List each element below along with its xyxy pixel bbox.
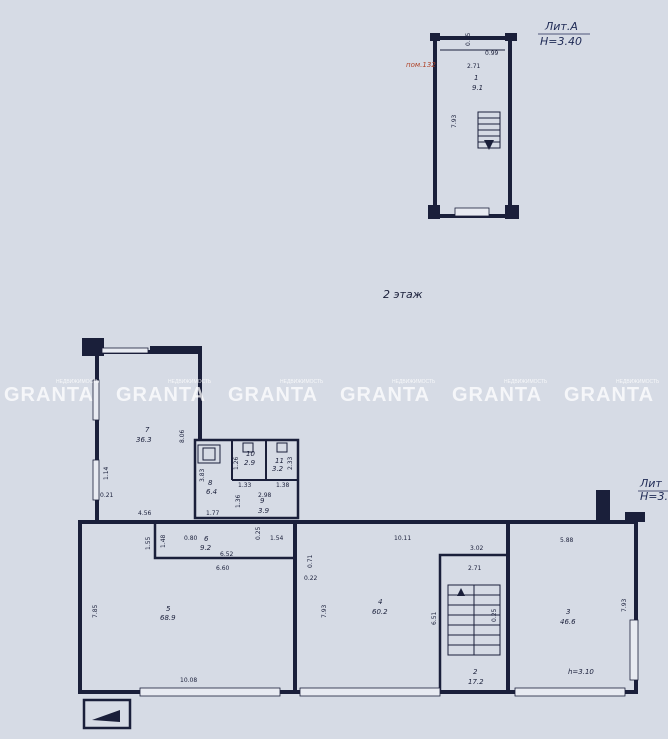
room-9-number: 9 [260,497,265,505]
watermark-tagline: НЕДВИЖИМОСТЬ [616,379,660,385]
room-7-area: 36.3 [136,436,152,444]
room-2-area: 17.2 [468,678,484,686]
dim-label: 0.80 [184,535,198,542]
room-8-area: 6.4 [206,488,217,496]
dim-label: 0.25 [465,32,472,46]
dim-label: 5.88 [560,537,574,544]
dim-label: 2.71 [467,63,481,70]
dim-label: 1.77 [206,510,220,517]
room-6-number: 6 [204,535,209,543]
dim-label: 0.99 [485,50,499,57]
height-right-label: H=3. [640,490,668,503]
dim-label: 7.93 [451,114,458,128]
room-1-number: 1 [474,74,478,82]
dim-label: 10.11 [394,535,411,542]
dim-label: 2.71 [468,565,482,572]
liter-top-label: Лит.А [544,20,578,33]
room-4-number: 4 [378,598,382,606]
height-top-label: H=3.40 [540,35,582,48]
liter-right-label: Лит [639,477,662,490]
watermark-brand: GRANTA [452,384,542,406]
window-row [139,687,281,697]
dim-label: 10.08 [180,677,197,684]
dim-label: 0.71 [307,554,314,568]
stair-symbol [447,584,501,656]
watermark-brand: GRANTA [4,384,94,406]
room-1-area: 9.1 [472,84,483,92]
stair-well-walls [438,553,510,694]
dim-label: 1.54 [270,535,284,542]
dim-label: 6.60 [216,565,230,572]
dim-label: 1.14 [103,466,110,480]
room-9-area: 3.9 [258,507,270,515]
dim-label: 0.25 [255,526,262,540]
window-row [514,687,626,697]
dim-label: 7.93 [621,598,628,612]
dim-label: 1.36 [235,494,242,508]
room-4-area: 60.2 [372,608,388,616]
room-5-area: 68.9 [160,614,176,622]
height-note: h=3.10 [568,668,594,676]
watermark-band: GRANTAНЕДВИЖИМОСТЬGRANTAНЕДВИЖИМОСТЬGRAN… [4,379,660,406]
dim-label: 1.26 [233,456,240,470]
dim-label: 1.55 [145,536,152,550]
main-plan [78,338,645,730]
watermark-brand: GRANTA [564,384,654,406]
room-11-number: 11 [275,457,284,465]
window [454,207,490,217]
room-10-number: 10 [246,450,255,458]
dim-label: 0.21 [100,492,114,499]
room-5-number: 5 [166,605,171,613]
dim-label: 6.52 [220,551,234,558]
room-3-number: 3 [566,608,570,616]
dim-label: 4.56 [138,510,152,517]
dim-label: 2.33 [287,456,294,470]
dim-label: 6.51 [431,611,438,625]
watermark-tagline: НЕДВИЖИМОСТЬ [168,379,212,385]
room-8-number: 8 [208,479,213,487]
dim-label: 0.22 [304,575,318,582]
dim-label: 0.25 [491,608,498,622]
watermark-tagline: НЕДВИЖИМОСТЬ [56,379,100,385]
room-7-number: 7 [145,426,150,434]
room-6-area: 9.2 [200,544,212,552]
room-note-label: пом.132 [406,61,436,69]
dim-label: 3.83 [199,468,206,482]
window-row [299,687,441,697]
dim-label: 1.38 [276,482,290,489]
dim-label: 1.48 [160,534,167,548]
room-2-number: 2 [473,668,478,676]
room-7-walls [95,350,202,520]
stair-symbol [477,111,501,150]
watermark-brand: GRANTA [228,384,318,406]
floor-label: 2 этаж [383,288,423,301]
dim-label: 3.02 [470,545,484,552]
dim-label: 2.98 [258,492,272,499]
dim-label: 8.06 [179,429,186,443]
dim-label: 7.85 [92,604,99,618]
entrance-stub [82,698,132,730]
room-10-area: 2.9 [244,459,256,467]
upper-plan [428,33,519,219]
watermark-tagline: НЕДВИЖИМОСТЬ [280,379,324,385]
watermark-tagline: НЕДВИЖИМОСТЬ [392,379,436,385]
watermark-tagline: НЕДВИЖИМОСТЬ [504,379,548,385]
room-3-area: 46.6 [560,618,576,626]
corridor-wall [153,522,295,560]
dim-label: 7.93 [321,604,328,618]
watermark-brand: GRANTA [340,384,430,406]
dim-label: 1.33 [238,482,252,489]
room-11-area: 3.2 [272,465,284,473]
watermark-brand: GRANTA [116,384,206,406]
